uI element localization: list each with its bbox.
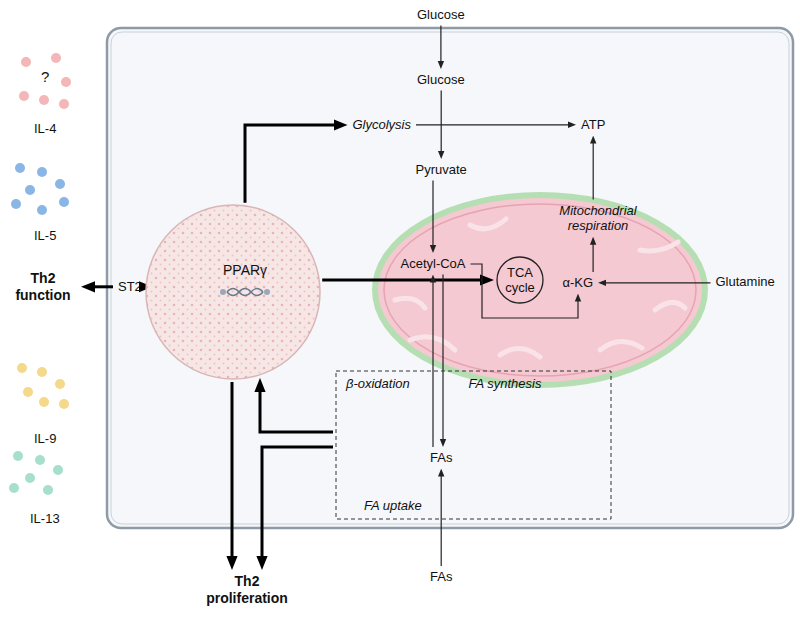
lipid-metabolism-box-outline xyxy=(335,370,612,520)
regulation-arrow xyxy=(322,279,485,282)
cell-membrane-inner xyxy=(111,32,789,524)
flow-arrow xyxy=(442,275,443,443)
substrate-label: Glucose xyxy=(414,6,468,24)
metabolite-label: Glucose xyxy=(414,71,468,89)
node-text: Glucose xyxy=(417,72,465,88)
metabolite-label: FAs xyxy=(427,449,455,467)
flow-arrow xyxy=(592,242,593,273)
node-text: Glycolysis xyxy=(353,117,412,133)
cytokine-label: IL-4 xyxy=(34,121,56,136)
node-text: PPARγ xyxy=(223,262,267,279)
metabolite-label: ATP xyxy=(578,116,608,134)
node-text: FAs xyxy=(430,450,452,466)
node-text: ATP xyxy=(581,117,605,133)
cytokine-label: ? xyxy=(41,68,49,85)
node-text: α-KG xyxy=(563,275,594,291)
flow-arrow xyxy=(440,26,441,65)
flow-arrow xyxy=(603,282,711,283)
receptor-label: ST2 xyxy=(115,278,145,296)
inner-membrane xyxy=(384,204,696,376)
flow-arrow xyxy=(416,124,571,125)
cytokine-label: IL-9 xyxy=(34,431,56,446)
node-text: FA synthesis xyxy=(469,376,542,392)
node-text: Pyruvate xyxy=(416,162,467,178)
regulation-arrow xyxy=(231,382,234,562)
regulation-arrow xyxy=(245,125,339,203)
substrate-label: FAs xyxy=(427,568,455,586)
node-text: ST2 xyxy=(118,279,142,295)
pathway-label: Mitochondrial respiration xyxy=(545,202,651,235)
flow-arrow xyxy=(471,264,579,318)
flow-arrow xyxy=(593,140,594,199)
node-text: Acetyl-CoA xyxy=(401,256,466,272)
lipid-metabolism-box: β-oxidation FA synthesis FA uptake FAs xyxy=(335,370,612,520)
regulation-arrow xyxy=(143,285,144,288)
metabolite-label: Acetyl-CoA xyxy=(398,255,469,273)
metabolite-label: α-KG xyxy=(560,274,597,292)
outcome-label: Th2 function xyxy=(7,269,79,305)
metabolite-label: Pyruvate xyxy=(413,161,470,179)
substrate-label: Glutamine xyxy=(713,273,778,291)
node-text: Glutamine xyxy=(716,274,775,290)
node-text: TCA cycle xyxy=(500,265,540,296)
flow-arrow xyxy=(441,473,442,566)
mitochondrion xyxy=(375,195,705,385)
nucleus: PPARγ xyxy=(145,204,321,380)
cytokine-label: IL-13 xyxy=(30,511,60,526)
node-text: Th2 function xyxy=(10,270,76,304)
pathway-label: Glycolysis xyxy=(350,116,415,134)
cytokine-label: IL-5 xyxy=(34,228,56,243)
node-text: FAs xyxy=(430,569,452,585)
tca-cycle-outline xyxy=(496,256,544,304)
regulation-arrow xyxy=(260,386,333,432)
regulation-arrow xyxy=(89,285,113,288)
tca-cycle: TCA cycle xyxy=(496,256,544,304)
outcome-label: Th2 proliferation xyxy=(189,572,305,608)
flow-arrow xyxy=(432,181,433,249)
flow-arrow xyxy=(432,279,433,447)
node-text: FA uptake xyxy=(364,498,422,514)
node-text: Mitochondrial respiration xyxy=(548,203,648,234)
cell-membrane xyxy=(107,28,793,528)
flow-arrow xyxy=(441,91,442,155)
node-text: Th2 proliferation xyxy=(192,573,302,607)
cristae xyxy=(395,219,685,357)
nucleus-outline xyxy=(145,204,321,380)
node-text: Glucose xyxy=(417,7,465,23)
node-text: β-oxidation xyxy=(346,376,410,392)
regulation-arrow xyxy=(262,447,333,562)
